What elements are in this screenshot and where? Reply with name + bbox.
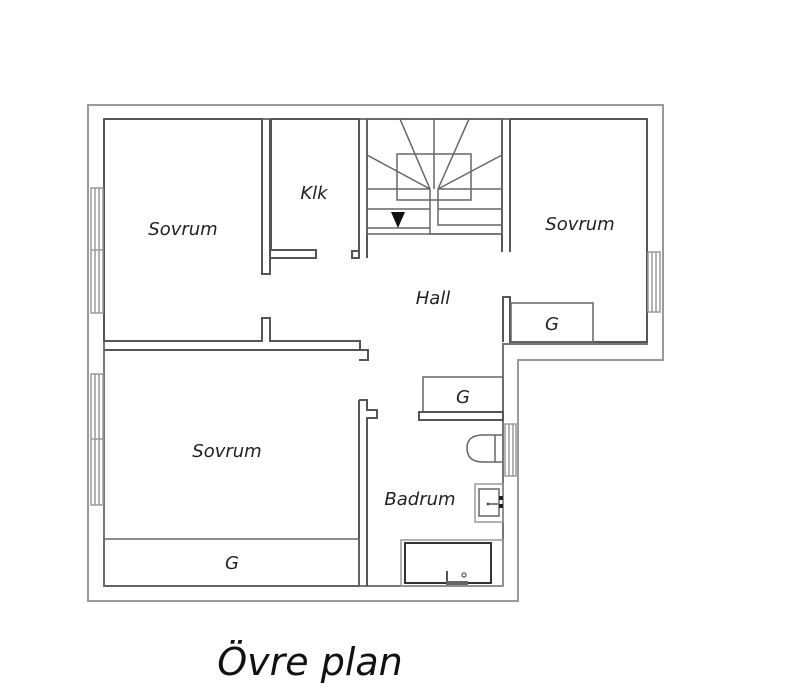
window-left-bottom [90,373,104,506]
bedroom-top-right-walls [502,118,648,343]
window-bathroom [504,423,517,477]
wardrobe-top-right [510,302,594,343]
sink-icon [474,483,504,523]
exterior-wall-outer [87,104,664,602]
bathroom-divider-top [359,349,369,361]
toilet-icon [466,434,502,463]
window-right-bedroom [647,251,661,313]
label-bathroom: Badrum [384,489,455,510]
label-bedroom-top-right: Sovrum [545,214,614,235]
wardrobe-bottom-left [103,538,360,587]
closet-klk-walls [270,118,360,259]
label-hall: Hall [416,288,451,309]
label-wardrobe-hall: G [456,387,470,408]
label-wardrobe-bottom-left: G [225,553,239,574]
plan-title: Övre plan [217,640,403,684]
label-wardrobe-top-right: G [545,314,559,335]
bedroom-bottom-left-walls [104,349,360,587]
label-bedroom-bottom-left: Sovrum [192,441,261,462]
hall-wardrobe-wall [418,411,504,421]
staircase [366,118,503,235]
bathroom-walls [358,399,378,586]
window-left-top [90,187,104,314]
label-closet-klk: Klk [300,183,329,204]
stair-down-arrow-icon [391,212,405,228]
label-bedroom-top-left: Sovrum [148,219,217,240]
bedroom-top-left-walls [103,118,361,351]
bathtub-icon [400,539,504,587]
